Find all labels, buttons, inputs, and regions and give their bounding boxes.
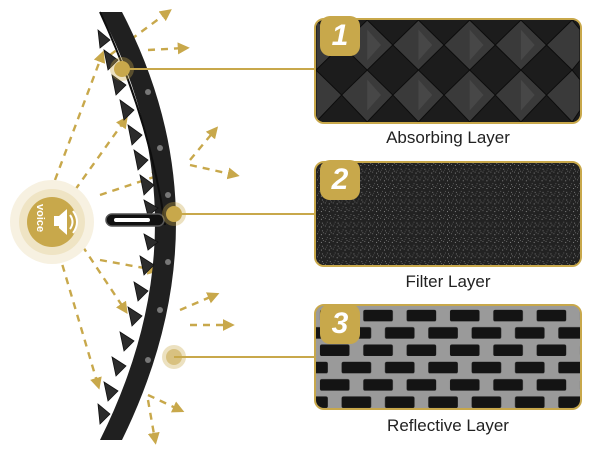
voice-source xyxy=(10,180,94,264)
voice-label: voice xyxy=(34,204,46,233)
filter-layer-caption: Filter Layer xyxy=(405,272,491,291)
layer-pointer-lines xyxy=(122,68,314,358)
acoustic-shield xyxy=(97,11,176,440)
layer-2-badge: 2 xyxy=(320,160,360,200)
absorbing-layer-caption: Absorbing Layer xyxy=(386,128,510,147)
reflective-layer-caption: Reflective Layer xyxy=(387,416,509,435)
layer-1-badge: 1 xyxy=(320,16,360,56)
absorbing-layer-panel xyxy=(314,18,582,124)
layer-3-badge: 3 xyxy=(320,304,360,344)
layer-pointer-dots xyxy=(110,57,186,369)
speaker-icon xyxy=(54,209,78,235)
